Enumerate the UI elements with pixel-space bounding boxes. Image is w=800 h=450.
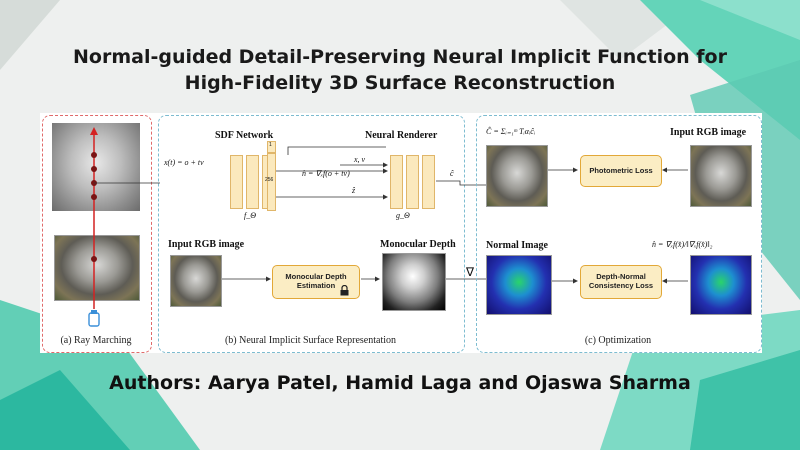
loss-arrows (548, 167, 688, 284)
title-line-2: High-Fidelity 3D Surface Reconstruction (184, 72, 616, 94)
depth-normal-loss-box: Depth-Normal Consistency Loss (580, 265, 662, 299)
panel-ray-marching (42, 115, 152, 353)
input-rgb-image-c (690, 145, 752, 207)
caption-a: (a) Ray Marching (60, 335, 132, 346)
title-line-1: Normal-guided Detail-Preserving Neural I… (73, 46, 727, 68)
g-theta-label: g_Θ (396, 211, 410, 220)
color-equation: Ĉ = Σᵢ₌₁ᵐ Tᵢαᵢĉᵢ (486, 127, 536, 136)
caption-b: (b) Neural Implicit Surface Representati… (224, 335, 397, 346)
sdf-layer-2 (246, 155, 259, 209)
sdf-layer-out-top (267, 141, 276, 153)
normal-equation-c: n̂ = ∇ₓf(x̂)/‖∇ₓf(x̂)‖₂ (652, 240, 713, 249)
renderer-layer-1 (390, 155, 403, 209)
input-rgb-image-b (170, 255, 222, 307)
photometric-loss-box: Photometric Loss (580, 155, 662, 187)
depth-normal-loss-label: Depth-Normal Consistency Loss (588, 272, 654, 290)
zhat-label: ẑ (352, 186, 356, 195)
figure: (a) Ray Marching SDF Network Neural Rend… (40, 113, 762, 353)
monocular-depth-label: Monocular Depth (380, 239, 456, 250)
ray-line (90, 127, 160, 309)
camera-icon (88, 310, 100, 327)
photometric-loss-label: Photometric Loss (589, 165, 653, 175)
renderer-layer-3 (422, 155, 435, 209)
lock-icon (340, 285, 349, 296)
normal-image (486, 255, 552, 315)
sdf-network-label: SDF Network (215, 130, 274, 141)
ray-input-image (54, 235, 140, 301)
renderer-layer-2 (406, 155, 419, 209)
ray-equation: x(t) = o + tv (164, 158, 204, 167)
sdf-layer-mid-label: 256 (265, 177, 274, 183)
normal-image-label: Normal Image (486, 240, 548, 251)
predicted-normal-image (690, 255, 752, 315)
rendered-rgb-image (486, 145, 548, 207)
chat-label: ĉ (450, 169, 454, 178)
input-rgb-label-b: Input RGB image (168, 239, 245, 250)
depth-box-label: Monocular Depth Estimation (285, 272, 347, 290)
authors: Authors: Aarya Patel, Hamid Laga and Oja… (109, 372, 691, 394)
normal-equation-b: n̂ = ∇ₓf(o + tv) (302, 169, 350, 178)
sdf-layer-top-label: 1 (269, 142, 272, 148)
f-theta-label: f_Θ (244, 211, 256, 220)
xv-label: x, v (354, 155, 366, 164)
monocular-depth-image (382, 253, 446, 311)
input-rgb-label-c: Input RGB image (670, 127, 747, 138)
sdf-layer-out (267, 153, 276, 211)
panel-optimization (476, 115, 762, 353)
nabla-symbol: ∇ (466, 265, 475, 279)
neural-renderer-label: Neural Renderer (365, 130, 438, 141)
sdf-layer-1 (230, 155, 243, 209)
caption-c: (c) Optimization (584, 335, 652, 346)
panel-neural-implicit (158, 115, 465, 353)
